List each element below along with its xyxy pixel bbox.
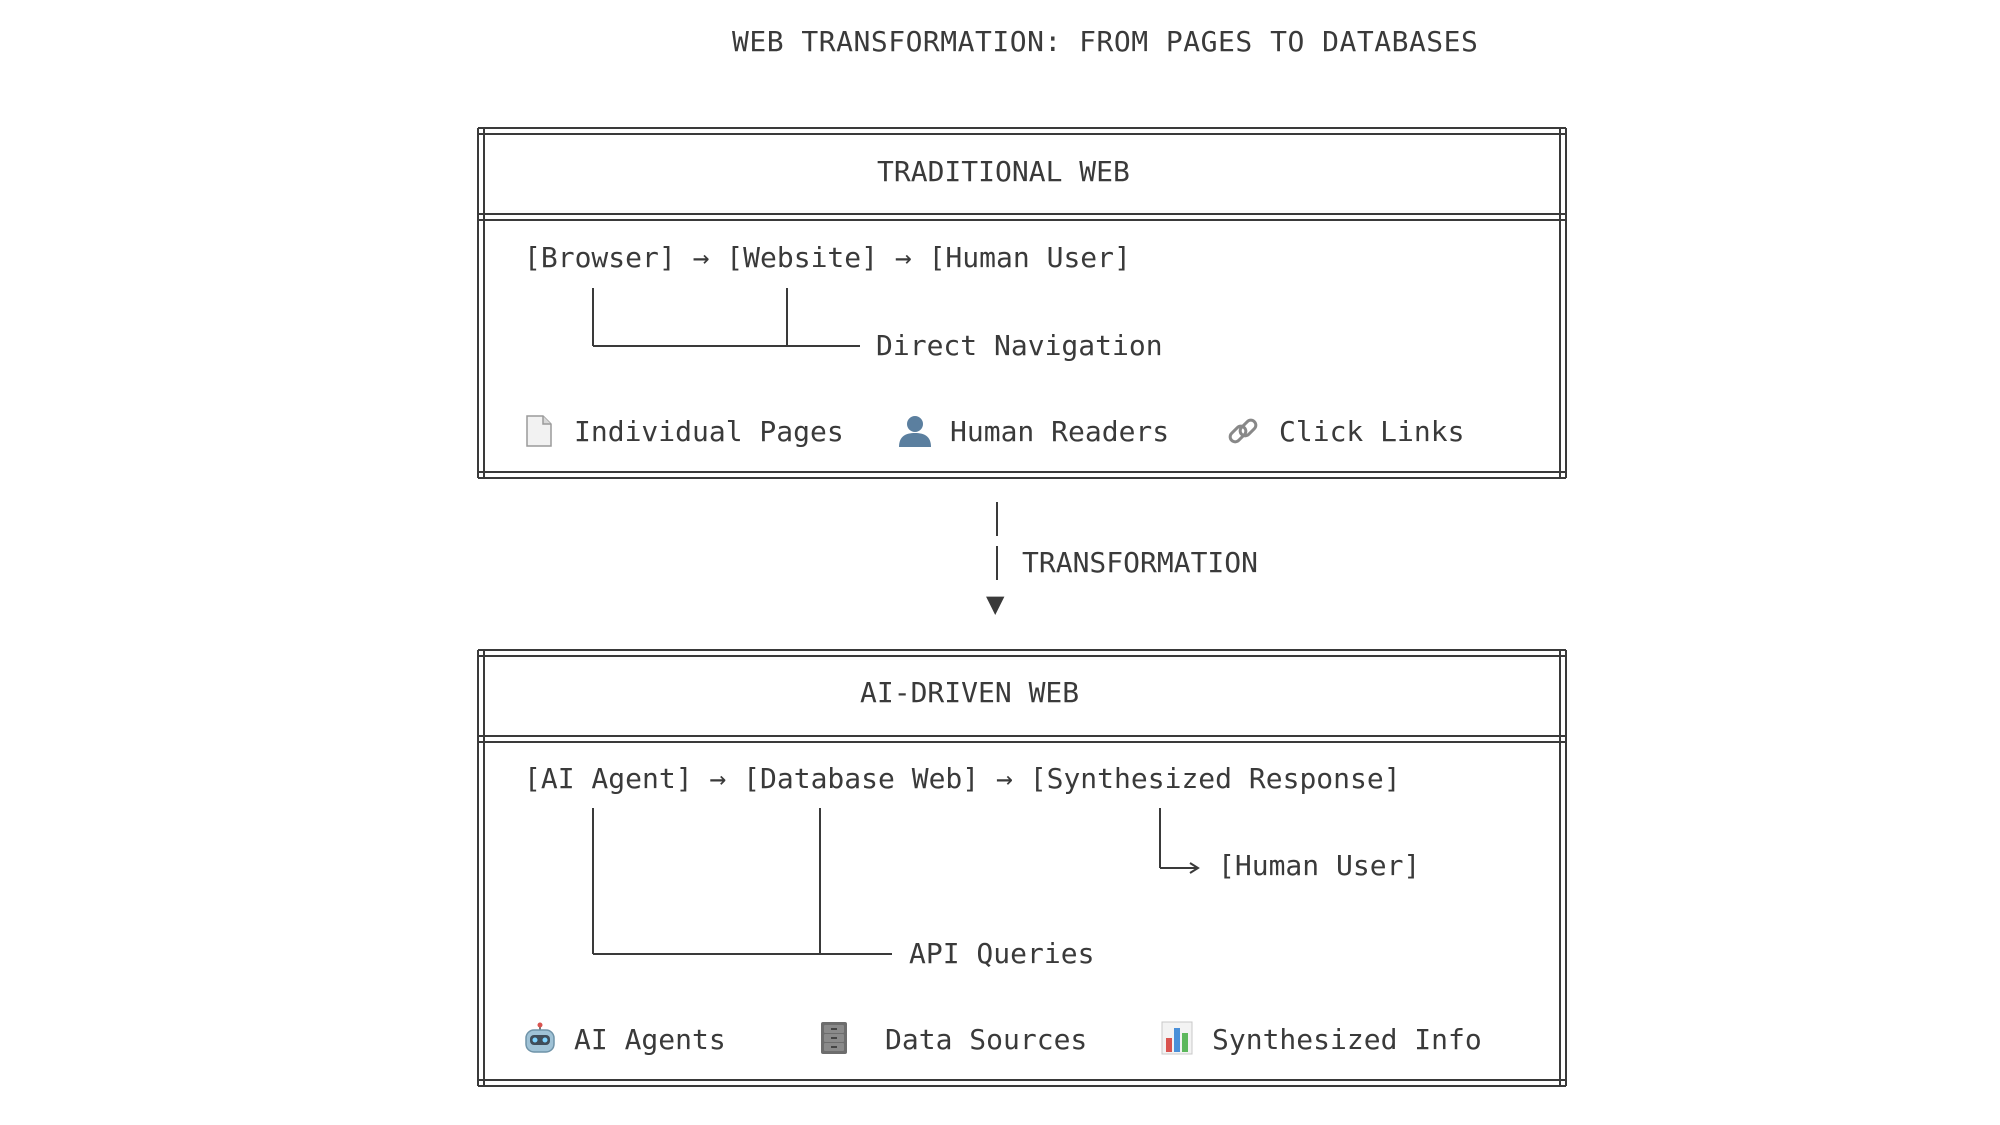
transformation-arrow-icon: ▼ (986, 590, 1005, 618)
bar-chart-icon (1161, 1021, 1193, 1055)
ai-branch-label: API Queries (909, 937, 1095, 970)
feature-label-synthesized-info: Synthesized Info (1212, 1023, 1482, 1056)
ai-sub-target: [Human User] (1218, 849, 1421, 882)
ai-branch-lines (592, 808, 1200, 955)
feature-label-individual-pages: Individual Pages (574, 415, 844, 448)
ai-box-frame (477, 649, 1567, 1087)
traditional-header: TRADITIONAL WEB (877, 155, 1130, 188)
feature-label-human-readers: Human Readers (950, 415, 1170, 448)
feature-label-click-links: Click Links (1279, 415, 1465, 448)
robot-icon (525, 1022, 555, 1053)
traditional-branch-label: Direct Navigation (876, 329, 1163, 362)
ai-header: AI-DRIVEN WEB (860, 676, 1080, 709)
file-cabinet-icon (821, 1022, 847, 1054)
diagram-title: WEB TRANSFORMATION: FROM PAGES TO DATABA… (732, 25, 1479, 58)
feature-label-data-sources: Data Sources (885, 1023, 1088, 1056)
person-icon (899, 416, 931, 447)
traditional-flow: [Browser] → [Website] → [Human User] (524, 241, 1131, 274)
page-icon (526, 415, 552, 447)
traditional-box-frame (477, 127, 1567, 479)
ai-flow: [AI Agent] → [Database Web] → [Synthesiz… (524, 762, 1401, 795)
link-icon (1228, 418, 1258, 444)
transformation-label: TRANSFORMATION (1022, 546, 1259, 579)
feature-label-ai-agents: AI Agents (574, 1023, 726, 1056)
traditional-branch-lines (592, 288, 860, 347)
